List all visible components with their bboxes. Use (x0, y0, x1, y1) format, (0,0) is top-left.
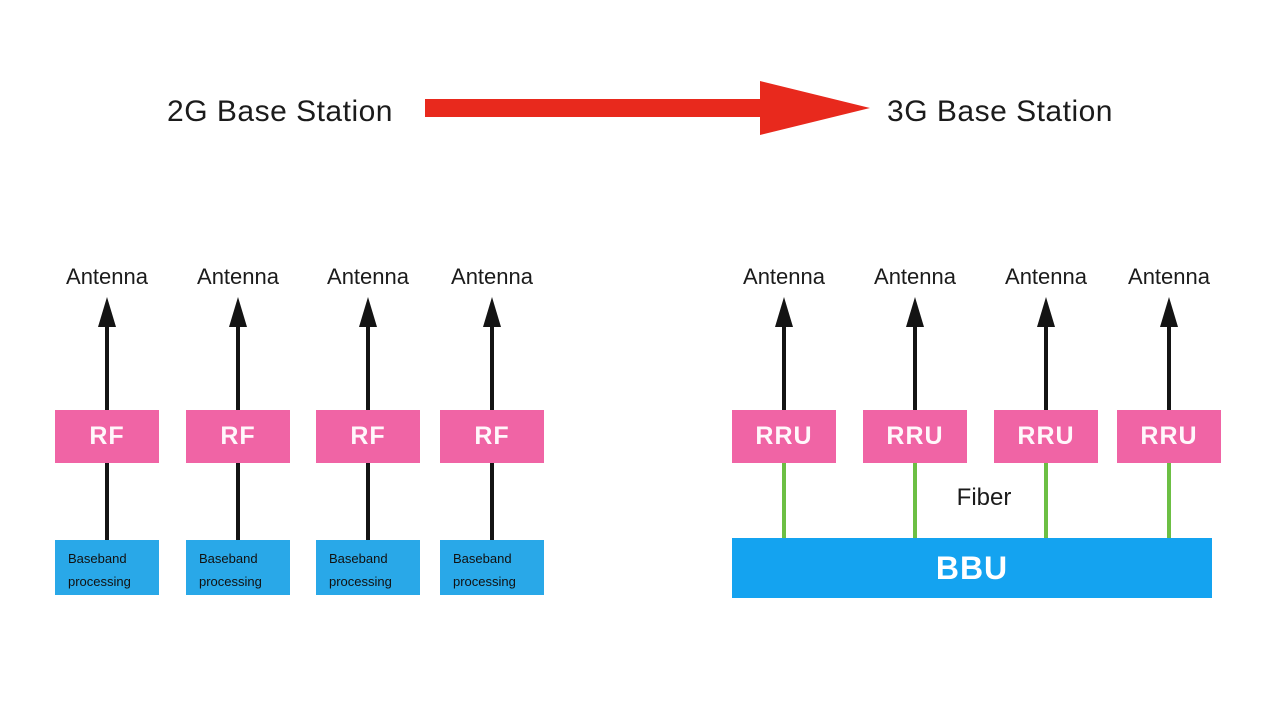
baseband-box: Baseband processing (316, 540, 420, 595)
antenna-label: Antenna (1005, 264, 1087, 289)
3g-column-2: Antenna RRU (855, 264, 975, 604)
antenna-line (1167, 312, 1171, 410)
baseband-label-line1: Baseband (199, 551, 258, 566)
rf-box: RF (186, 410, 290, 463)
2g-column-3: Antenna RF Baseband processing (308, 264, 428, 604)
baseband-box: Baseband processing (440, 540, 544, 595)
baseband-label-line1: Baseband (453, 551, 512, 566)
fiber-line (913, 462, 917, 538)
antenna-label: Antenna (451, 264, 533, 289)
fiber-line (1044, 462, 1048, 538)
antenna-line (913, 312, 917, 410)
rru-box: RRU (732, 410, 836, 463)
3g-column-3: Antenna RRU (986, 264, 1106, 604)
fiber-label: Fiber (956, 484, 1012, 511)
rru-box: RRU (1117, 410, 1221, 463)
fiber-line (782, 462, 786, 538)
antenna-label: Antenna (1128, 264, 1210, 289)
3g-column-4: Antenna RRU (1109, 264, 1229, 604)
3g-column-1: Antenna RRU (724, 264, 844, 604)
right-title: 3G Base Station (887, 95, 1113, 128)
antenna-label: Antenna (327, 264, 409, 289)
baseband-label-line2: processing (68, 574, 131, 589)
2g-column-1: Antenna RF Baseband processing (47, 264, 167, 604)
antenna-line (1044, 312, 1048, 410)
antenna-label: Antenna (66, 264, 148, 289)
baseband-label-line1: Baseband (68, 551, 127, 566)
baseband-box: Baseband processing (55, 540, 159, 595)
antenna-label: Antenna (197, 264, 279, 289)
left-title: 2G Base Station (167, 95, 393, 128)
fiber-line (1167, 462, 1171, 538)
rf-box: RF (316, 410, 420, 463)
transition-arrow-head-icon (760, 81, 870, 135)
2g-column-4: Antenna RF Baseband processing (432, 264, 552, 604)
rru-box: RRU (994, 410, 1098, 463)
transition-arrow-shaft (425, 99, 760, 117)
baseband-box: Baseband processing (186, 540, 290, 595)
antenna-label: Antenna (743, 264, 825, 289)
baseband-label-line2: processing (329, 574, 392, 589)
rru-box: RRU (863, 410, 967, 463)
baseband-label-line1: Baseband (329, 551, 388, 566)
2g-column-2: Antenna RF Baseband processing (178, 264, 298, 604)
antenna-label: Antenna (874, 264, 956, 289)
rf-box: RF (55, 410, 159, 463)
baseband-label-line2: processing (199, 574, 262, 589)
baseband-label-line2: processing (453, 574, 516, 589)
antenna-line (782, 312, 786, 410)
bbu-box: BBU (732, 538, 1212, 598)
rf-box: RF (440, 410, 544, 463)
